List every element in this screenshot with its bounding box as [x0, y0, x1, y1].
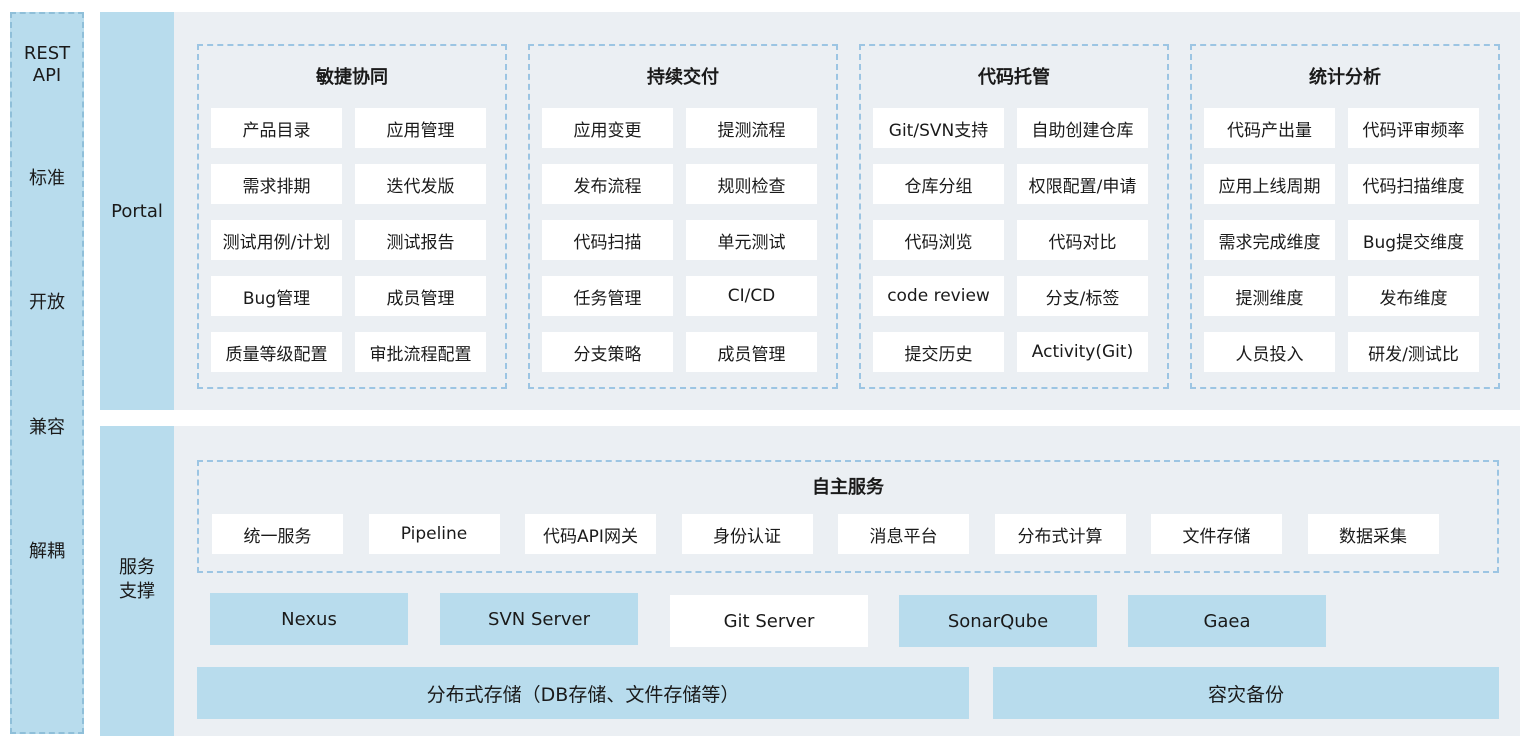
- server-sonarqube: SonarQube: [899, 595, 1097, 647]
- server-svn: SVN Server: [440, 593, 638, 645]
- portal-item: Git/SVN支持: [873, 108, 1004, 148]
- portal-item: 单元测试: [686, 220, 817, 260]
- portal-group-0: [197, 44, 507, 389]
- portal-item: 代码扫描维度: [1348, 164, 1479, 204]
- left-sidebar: REST API 标准 开放 兼容 解耦: [10, 12, 84, 734]
- sidebar-label-compatible: 兼容: [29, 417, 65, 438]
- portal-item: 分支策略: [542, 332, 673, 372]
- portal-item: 提测流程: [686, 108, 817, 148]
- sidebar-label-decouple: 解耦: [29, 541, 65, 562]
- portal-item: 应用管理: [355, 108, 486, 148]
- portal-item: 代码产出量: [1204, 108, 1335, 148]
- portal-item: 需求完成维度: [1204, 220, 1335, 260]
- portal-item: 成员管理: [355, 276, 486, 316]
- portal-item: CI/CD: [686, 276, 817, 316]
- sidebar-label-open: 开放: [29, 292, 65, 313]
- portal-side: Portal: [100, 12, 174, 410]
- storage-distributed: 分布式存储（DB存储、文件存储等）: [197, 667, 969, 719]
- portal-label: Portal: [111, 201, 163, 222]
- portal-item: 分支/标签: [1017, 276, 1148, 316]
- portal-item: 人员投入: [1204, 332, 1335, 372]
- portal-item: 发布流程: [542, 164, 673, 204]
- server-git: Git Server: [670, 595, 868, 647]
- self-service-item: 统一服务: [212, 514, 343, 554]
- self-service-item: 身份认证: [681, 514, 813, 554]
- portal-item: 代码对比: [1017, 220, 1148, 260]
- portal-item: Activity(Git): [1017, 332, 1148, 372]
- portal-item: 成员管理: [686, 332, 817, 372]
- self-service-item: 数据采集: [1307, 514, 1439, 554]
- portal-item: 自助创建仓库: [1017, 108, 1148, 148]
- portal-item: 应用变更: [542, 108, 673, 148]
- portal-item: code review: [873, 276, 1004, 316]
- portal-item: 测试报告: [355, 220, 486, 260]
- portal-item: Bug提交维度: [1348, 220, 1479, 260]
- service-side: 服务 支撑: [100, 426, 174, 736]
- service-label: 服务 支撑: [119, 557, 155, 602]
- portal-group-1: [528, 44, 838, 389]
- portal-item: 代码浏览: [873, 220, 1004, 260]
- server-nexus: Nexus: [210, 593, 408, 645]
- portal-item: 仓库分组: [873, 164, 1004, 204]
- self-service-group: [197, 460, 1499, 573]
- self-service-item: 消息平台: [838, 514, 969, 554]
- portal-item: 研发/测试比: [1348, 332, 1479, 372]
- portal-item: 规则检查: [686, 164, 817, 204]
- self-service-title: 自主服务: [812, 477, 884, 498]
- portal-group-2: [859, 44, 1169, 389]
- self-service-item: 文件存储: [1151, 514, 1282, 554]
- portal-item: 迭代发版: [355, 164, 486, 204]
- portal-group-3: [1190, 44, 1500, 389]
- portal-item: 代码扫描: [542, 220, 673, 260]
- self-service-item: Pipeline: [368, 514, 500, 554]
- portal-group-title: 敏捷协同: [316, 67, 388, 88]
- portal-item: 发布维度: [1348, 276, 1479, 316]
- portal-item: 需求排期: [211, 164, 342, 204]
- portal-item: 产品目录: [211, 108, 342, 148]
- sidebar-label-standard: 标准: [29, 168, 65, 189]
- self-service-item: 分布式计算: [994, 514, 1126, 554]
- server-gaea: Gaea: [1128, 595, 1326, 647]
- portal-group-title: 代码托管: [978, 67, 1050, 88]
- self-service-item: 代码API网关: [525, 514, 656, 554]
- portal-item: 权限配置/申请: [1017, 164, 1148, 204]
- portal-item: Bug管理: [211, 276, 342, 316]
- portal-item: 提交历史: [873, 332, 1004, 372]
- portal-item: 任务管理: [542, 276, 673, 316]
- storage-disaster-recovery: 容灾备份: [993, 667, 1499, 719]
- portal-item: 应用上线周期: [1204, 164, 1335, 204]
- portal-item: 测试用例/计划: [211, 220, 342, 260]
- portal-item: 提测维度: [1204, 276, 1335, 316]
- portal-item: 质量等级配置: [211, 332, 342, 372]
- portal-group-title: 统计分析: [1309, 67, 1381, 88]
- sidebar-label-rest-api: REST API: [23, 43, 71, 86]
- portal-item: 审批流程配置: [355, 332, 486, 372]
- portal-group-title: 持续交付: [647, 67, 719, 88]
- portal-item: 代码评审频率: [1348, 108, 1479, 148]
